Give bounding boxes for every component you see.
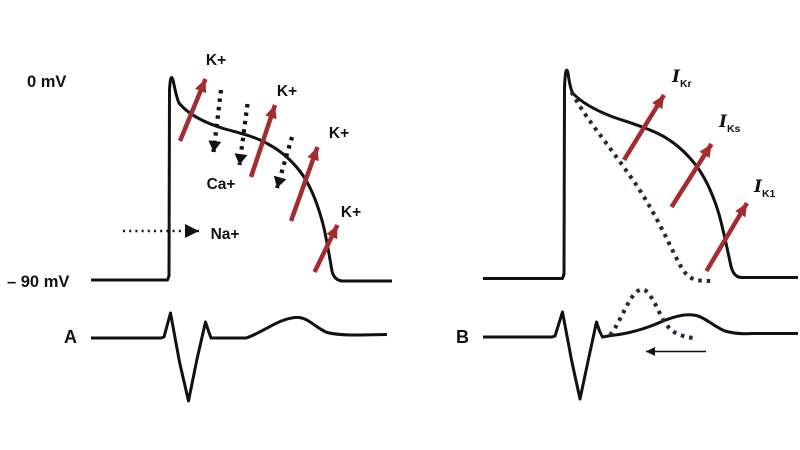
panel-b: IKr IKs IK1 B — [456, 67, 798, 401]
ik1-label: IK1 — [753, 177, 776, 200]
potassium-efflux-arrow-1 — [177, 78, 208, 142]
panel-a-label: A — [64, 327, 77, 347]
ikr-label: IKr — [671, 67, 692, 90]
potassium-label-3: K+ — [329, 125, 349, 142]
action-potential-trace-a — [91, 76, 392, 283]
calcium-label: Ca+ — [207, 176, 236, 193]
calcium-influx-arrow-3 — [273, 136, 295, 189]
potassium-efflux-arrow-3 — [288, 146, 320, 222]
potassium-label-1: K+ — [206, 52, 226, 69]
voltage-top-label: 0 mV — [27, 73, 66, 91]
panel-b-label: B — [456, 327, 469, 347]
panel-a: 0 mV – 90 mV K+ K+ K+ K+ Ca+ Na+ A — [7, 52, 392, 403]
sodium-label: Na+ — [211, 226, 240, 243]
shortened-action-potential-dotted — [569, 91, 712, 283]
iks-label: IKs — [718, 112, 741, 135]
early-t-wave-dotted — [608, 287, 698, 341]
potassium-efflux-arrow-2 — [248, 104, 278, 178]
calcium-influx-arrow-2 — [234, 103, 250, 166]
ecg-trace-a — [91, 311, 388, 403]
voltage-bottom-label: – 90 mV — [7, 273, 69, 291]
ecg-trace-b — [483, 310, 798, 401]
iks-current-arrow — [669, 142, 714, 209]
ikr-current-arrow — [622, 93, 666, 162]
action-potential-trace-b — [483, 68, 798, 280]
calcium-influx-arrow-1 — [208, 89, 224, 153]
potassium-label-4: K+ — [341, 204, 361, 221]
potassium-label-2: K+ — [277, 83, 297, 100]
potassium-efflux-arrow-4 — [312, 224, 340, 273]
ik1-current-arrow — [704, 201, 749, 273]
